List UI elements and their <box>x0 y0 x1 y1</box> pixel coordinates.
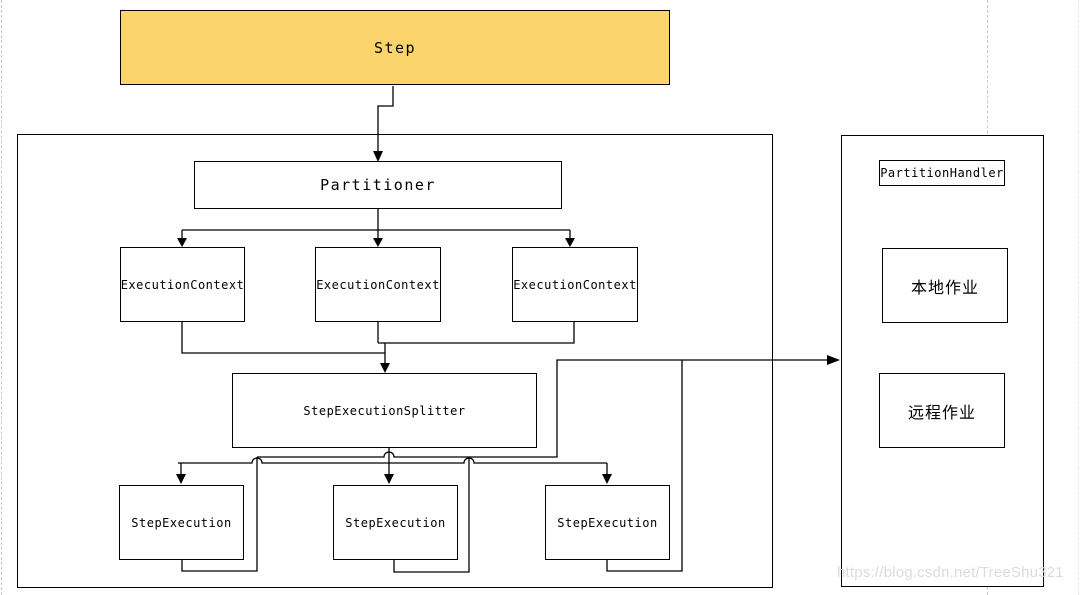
step-box: Step <box>120 10 670 85</box>
remote-job-label: 远程作业 <box>907 404 976 422</box>
step-execution-box-3: StepExecution <box>545 485 670 560</box>
splitter-label: StepExecutionSplitter <box>303 403 466 418</box>
partition-handler-container <box>841 135 1044 587</box>
step-execution-splitter-box: StepExecutionSplitter <box>232 373 537 448</box>
partition-handler-label: PartitionHandler <box>880 166 1004 180</box>
step-execution-box-2: StepExecution <box>333 485 458 560</box>
step-execution-label: StepExecution <box>345 515 446 530</box>
watermark-text: https://blog.csdn.net/TreeShu321 <box>837 564 1064 581</box>
local-job-label: 本地作业 <box>910 279 979 297</box>
step-execution-label: StepExecution <box>557 515 658 530</box>
step-label: Step <box>373 38 417 57</box>
execution-context-label: ExecutionContext <box>513 277 637 292</box>
local-job-box: 本地作业 <box>882 248 1008 323</box>
remote-job-box: 远程作业 <box>879 373 1005 448</box>
execution-context-label: ExecutionContext <box>316 277 440 292</box>
execution-context-box-2: ExecutionContext <box>315 247 441 322</box>
step-execution-label: StepExecution <box>131 515 232 530</box>
partition-handler-box: PartitionHandler <box>879 160 1005 186</box>
arrowhead-into-partition-handler <box>827 355 840 365</box>
page-guide-line-left <box>1 0 2 595</box>
execution-context-label: ExecutionContext <box>120 277 245 292</box>
partitioner-label: Partitioner <box>320 176 436 194</box>
execution-context-box-1: ExecutionContext <box>120 247 245 322</box>
partitioner-box: Partitioner <box>194 161 562 209</box>
execution-context-box-3: ExecutionContext <box>512 247 638 322</box>
page-guide-line-edge <box>1078 0 1079 595</box>
step-execution-box-1: StepExecution <box>119 485 244 560</box>
